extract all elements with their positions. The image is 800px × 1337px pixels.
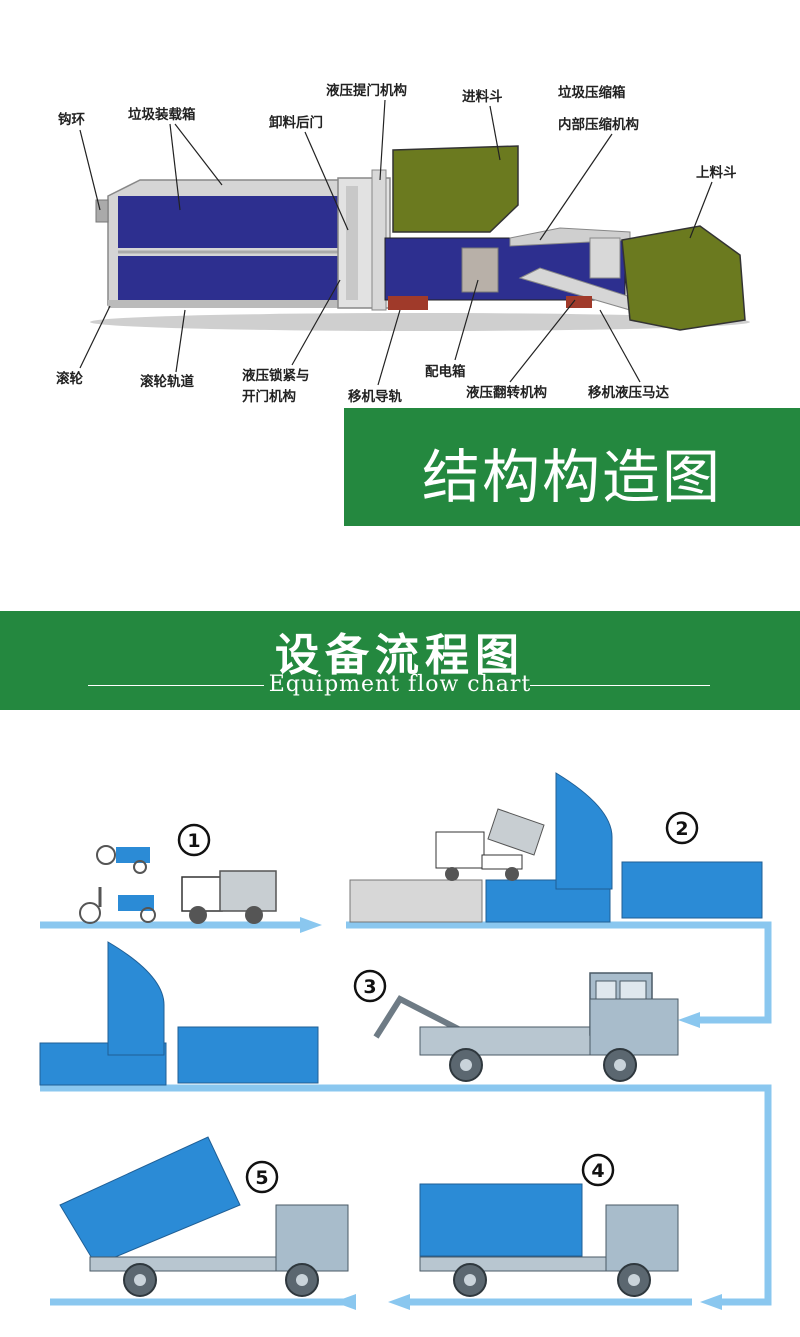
step2-illustration (349, 772, 763, 923)
label-container: 垃圾装载箱 (128, 106, 196, 123)
structure-title-box: 结构构造图 (344, 408, 800, 526)
flow-title: 设备流程图 (275, 630, 525, 681)
container-illustration (95, 179, 348, 308)
step3-illustration (373, 972, 679, 1082)
label-power-box: 配电箱 (425, 363, 466, 380)
label-move-motor: 移机液压马达 (588, 384, 669, 401)
label-hook: 钩环 (58, 111, 85, 128)
move-motor-right-illustration (566, 296, 592, 308)
label-flip-mech: 液压翻转机构 (466, 384, 547, 401)
label-compress-box: 垃圾压缩箱 (558, 84, 626, 101)
ground-shadow (90, 313, 750, 331)
flow-subtitle: Equipment flow chart (268, 672, 532, 697)
banner-line-left (88, 685, 264, 686)
label-move-rail: 移机导轨 (348, 388, 402, 405)
label-lock-line1: 液压锁紧与 (242, 367, 310, 384)
step-badge-3: 3 (353, 969, 387, 1003)
flow-arrowheads (300, 917, 722, 1310)
step-badge-5: 5 (245, 1160, 279, 1194)
banner-line-right (530, 685, 710, 686)
flow-banner: 设备流程图 Equipment flow chart (0, 611, 800, 710)
structure-diagram: 钩环 垃圾装载箱 卸料后门 液压提门机构 进料斗 垃圾压缩箱 内部压缩机构 上料… (56, 82, 750, 405)
step-badge-1: 1 (177, 823, 211, 857)
loading-hopper-illustration (621, 225, 746, 331)
label-roller-track: 滚轮轨道 (140, 373, 194, 390)
flow-lines (40, 921, 772, 1306)
label-loading-hopper: 上料斗 (696, 164, 737, 181)
step-badge-4: 4 (581, 1153, 615, 1187)
step5-illustration (59, 1136, 349, 1297)
rear-door-illustration (337, 169, 391, 311)
svg-text:1: 1 (187, 830, 200, 852)
label-roller: 滚轮 (56, 370, 83, 387)
step1-illustration (79, 845, 277, 924)
svg-text:5: 5 (255, 1167, 268, 1189)
flow-chart: 1 2 3 4 5 (39, 772, 772, 1310)
step-badge-2: 2 (665, 811, 699, 845)
structure-title: 结构构造图 (421, 443, 722, 511)
label-feed-hopper: 进料斗 (462, 88, 503, 105)
label-lift-door: 液压提门机构 (326, 82, 407, 99)
step4-illustration (419, 1183, 679, 1297)
label-lock-line2: 开门机构 (242, 388, 296, 405)
svg-text:4: 4 (591, 1160, 604, 1182)
move-motor-illustration (388, 296, 428, 310)
svg-text:3: 3 (363, 976, 376, 998)
svg-text:2: 2 (675, 818, 688, 840)
label-compress-mech: 内部压缩机构 (558, 116, 639, 133)
leader-lines (79, 99, 713, 386)
label-rear-door: 卸料后门 (269, 114, 323, 131)
station-illustration (39, 941, 319, 1086)
